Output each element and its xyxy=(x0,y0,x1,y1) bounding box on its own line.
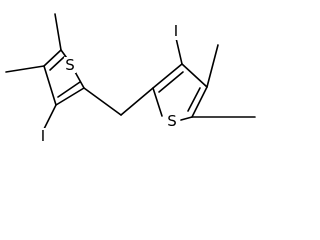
atom-s-right: S xyxy=(167,112,177,130)
bond-right-c4-c5-double xyxy=(187,87,201,112)
left-thiophene-ring xyxy=(43,49,85,106)
bond-left-c2-ch2 xyxy=(83,87,122,116)
bond-left-c4-c5-double xyxy=(49,56,65,71)
bond-left-c2-c3 xyxy=(55,87,85,106)
bond-right-c4-methyl xyxy=(206,44,219,88)
bond-right-c2-c3-double xyxy=(158,71,184,93)
atom-label-i-right: I xyxy=(170,22,182,40)
left-ring-substituents xyxy=(5,13,122,132)
bond-right-c3-c4 xyxy=(181,63,208,88)
bond-right-c3-iodine xyxy=(175,37,183,65)
atom-i-left: I xyxy=(41,127,45,145)
right-ring-substituents xyxy=(175,37,256,118)
atom-label-s-left: S xyxy=(64,56,76,74)
molecule-structure-diagram: S I I S xyxy=(5,13,256,145)
atom-s-left: S xyxy=(65,56,75,74)
bond-left-c5-methyl xyxy=(54,13,62,51)
bond-left-c4-c5 xyxy=(43,49,62,67)
bond-right-ch2-c2 xyxy=(120,87,154,116)
right-thiophene-ring xyxy=(120,63,208,121)
bond-left-c3-c4 xyxy=(43,65,57,106)
bond-right-s-c2 xyxy=(152,87,163,117)
bond-right-c5-s xyxy=(180,116,193,121)
atom-i-right: I xyxy=(174,22,178,40)
atom-label-i-left: I xyxy=(37,127,49,145)
bond-left-c2-c3-double xyxy=(57,81,81,98)
bond-right-c2-c3 xyxy=(152,63,183,89)
bond-left-c3-iodine xyxy=(42,104,57,132)
bond-right-c4-c5 xyxy=(191,86,208,118)
atom-label-s-right: S xyxy=(165,112,179,130)
bond-left-c4-methyl xyxy=(5,65,45,73)
